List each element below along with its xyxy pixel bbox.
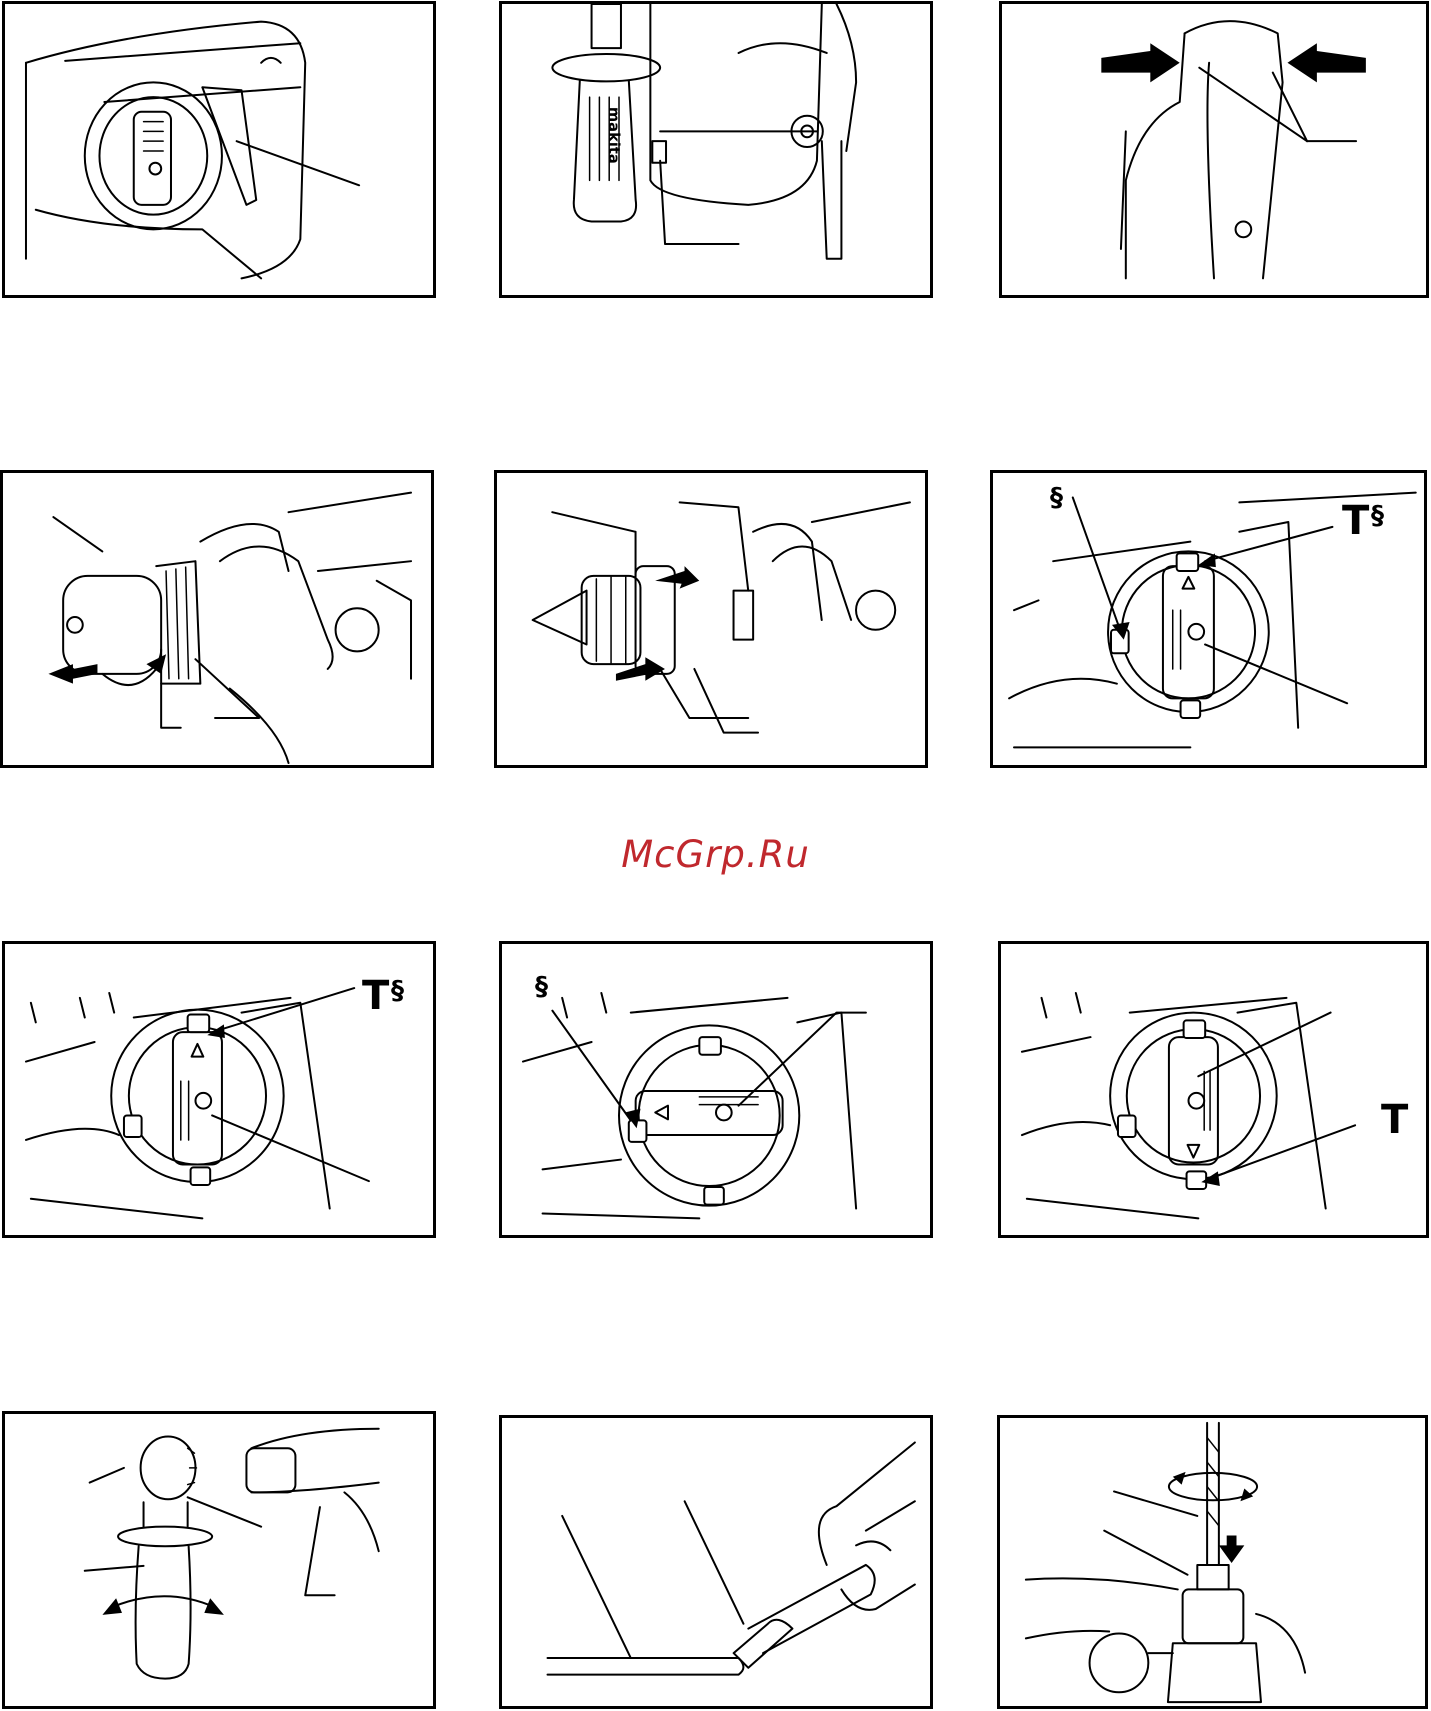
drill-bit-icon: § bbox=[1371, 503, 1384, 529]
figure-1-switch-panel bbox=[2, 1, 436, 298]
chuck-removal-illustration bbox=[3, 473, 431, 765]
switch-illustration bbox=[5, 4, 433, 295]
figure-11-grease-panel bbox=[499, 1415, 933, 1709]
drill-bit-icon: § bbox=[535, 974, 548, 1000]
drill-bit-icon: § bbox=[1050, 485, 1063, 511]
hammer-drill-icon: T bbox=[1342, 501, 1369, 541]
figure-5-chuck-install-panel bbox=[494, 470, 928, 768]
makita-logo: makita bbox=[605, 107, 622, 164]
figure-3-lock-buttons-panel bbox=[999, 1, 1429, 298]
hammer-icon: T bbox=[1381, 1100, 1408, 1140]
figure-9-hammer-mode-panel: T bbox=[998, 941, 1429, 1238]
figure-12-bit-insert-panel bbox=[997, 1415, 1428, 1709]
hammer-drill-icon: T bbox=[362, 976, 389, 1016]
figure-8-drill-mode-panel: § bbox=[499, 941, 933, 1238]
figure-6-mode-knob-panel: § T § bbox=[990, 470, 1427, 768]
chuck-install-illustration bbox=[497, 473, 925, 765]
watermark: McGrp.Ru bbox=[0, 833, 1431, 876]
side-grip-illustration: makita bbox=[502, 4, 930, 295]
drill-bit-icon: § bbox=[391, 978, 404, 1004]
hammer-mode-illustration bbox=[1001, 944, 1426, 1235]
figure-7-hammer-drill-mode-panel: T § bbox=[2, 941, 436, 1238]
grease-illustration bbox=[502, 1418, 930, 1706]
grip-install-illustration bbox=[5, 1414, 433, 1706]
figure-2-side-grip-panel: makita bbox=[499, 1, 933, 298]
bit-insert-illustration bbox=[1000, 1418, 1425, 1706]
figure-4-chuck-removal-panel bbox=[0, 470, 434, 768]
lock-buttons-illustration bbox=[1002, 4, 1426, 295]
drill-mode-illustration bbox=[502, 944, 930, 1235]
figure-10-grip-install-panel bbox=[2, 1411, 436, 1709]
